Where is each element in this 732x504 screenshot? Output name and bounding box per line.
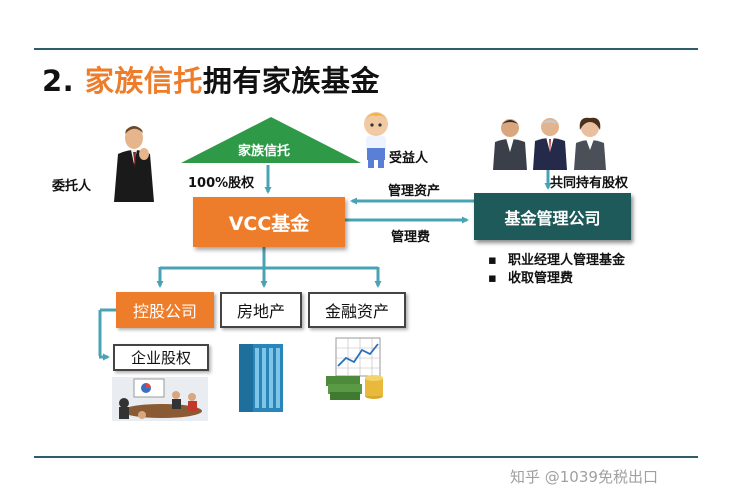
bottom-rule (34, 456, 698, 458)
title-rest: 拥有家族基金 (202, 64, 380, 98)
bullet-item: 职业经理人管理基金 (488, 252, 625, 270)
family-trust-triangle (181, 117, 361, 163)
settlor-label: 委托人 (52, 179, 92, 194)
building-icon (239, 344, 283, 412)
money-chart-icon (326, 337, 383, 400)
settlor-figure (114, 126, 154, 202)
financial-assets-box: 金融资产 (308, 292, 406, 328)
beneficiary-label: 受益人 (389, 151, 429, 166)
watermark: 知乎 @1039免税出口 (510, 468, 658, 486)
bullet-item: 收取管理费 (488, 270, 625, 288)
corporate-equity-box: 企业股权 (113, 344, 209, 371)
title-number: 2. (42, 64, 75, 98)
manager-bullets: 职业经理人管理基金 收取管理费 (488, 252, 625, 288)
arrow-vcc-branch (160, 247, 378, 270)
equity-100-label: 100%股权 (188, 176, 255, 191)
real-estate-box: 房地产 (220, 292, 302, 328)
meeting-picture (112, 377, 208, 421)
owners-figure (493, 117, 606, 170)
page-title: 2. 家族信托拥有家族基金 (42, 58, 380, 100)
beneficiary-figure (364, 112, 388, 168)
management-fee-label: 管理费 (391, 230, 431, 245)
top-rule (34, 48, 698, 50)
manage-assets-label: 管理资产 (388, 184, 441, 199)
fund-manager-box: 基金管理公司 (474, 193, 631, 240)
holding-company-box: 控股公司 (116, 292, 214, 328)
vcc-fund-box: VCC基金 (193, 197, 345, 247)
joint-ownership-label: 共同持有股权 (550, 176, 629, 191)
family-trust-label: 家族信托 (238, 144, 291, 159)
title-highlight: 家族信托 (84, 64, 203, 98)
